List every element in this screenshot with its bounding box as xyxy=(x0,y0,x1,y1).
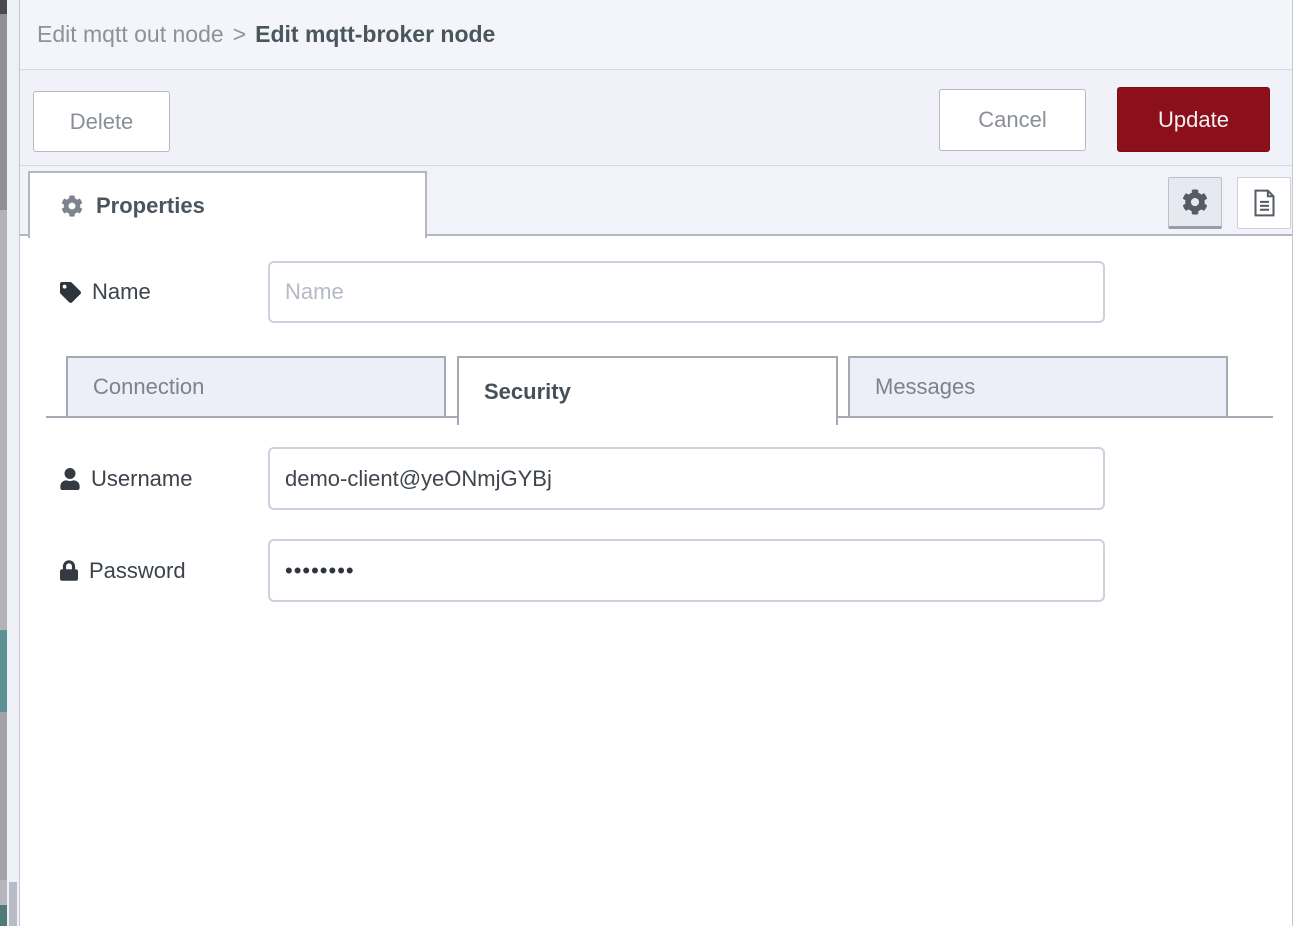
node-settings-button[interactable] xyxy=(1168,177,1222,229)
breadcrumb-parent[interactable]: Edit mqtt out node xyxy=(37,21,224,47)
name-label-text: Name xyxy=(92,279,151,304)
scrollbar-thumb[interactable] xyxy=(9,882,17,926)
tray-gutter xyxy=(7,0,20,926)
username-label-text: Username xyxy=(91,465,193,491)
update-button[interactable]: Update xyxy=(1117,87,1270,152)
lock-icon xyxy=(60,560,78,581)
password-input[interactable] xyxy=(268,539,1105,602)
broker-subtabs: Connection Security Messages xyxy=(46,356,1273,425)
username-label: Username xyxy=(60,447,192,510)
gear-icon xyxy=(61,194,83,217)
palette-edge-fragment xyxy=(0,712,7,880)
tab-properties[interactable]: Properties xyxy=(28,171,427,238)
document-icon xyxy=(1253,189,1275,217)
breadcrumb: Edit mqtt out node > Edit mqtt-broker no… xyxy=(20,0,1292,70)
name-label: Name xyxy=(60,261,151,323)
breadcrumb-current: Edit mqtt-broker node xyxy=(255,21,496,47)
node-fragment-teal xyxy=(0,905,7,926)
editor-tab-bar: Properties xyxy=(20,166,1292,238)
cancel-button[interactable]: Cancel xyxy=(939,89,1086,151)
palette-edge-fragment xyxy=(0,880,7,905)
gear-icon xyxy=(1182,189,1208,215)
password-label: Password xyxy=(60,539,186,602)
node-docs-button[interactable] xyxy=(1237,177,1291,229)
breadcrumb-separator: > xyxy=(232,21,247,47)
user-icon xyxy=(60,467,80,490)
delete-button[interactable]: Delete xyxy=(33,91,170,152)
workspace-edge xyxy=(0,0,7,926)
palette-edge-fragment xyxy=(0,0,7,14)
palette-edge-fragment xyxy=(0,14,7,210)
tab-security-label: Security xyxy=(484,378,571,404)
tag-icon xyxy=(60,281,81,303)
tab-messages[interactable]: Messages xyxy=(848,356,1228,418)
tab-connection-label: Connection xyxy=(93,374,205,399)
tab-connection[interactable]: Connection xyxy=(66,356,446,418)
name-input[interactable] xyxy=(268,261,1105,323)
tab-messages-label: Messages xyxy=(875,374,976,399)
tray-body: Name Connection Security Messages Userna… xyxy=(20,236,1292,926)
node-fragment-teal xyxy=(0,630,7,712)
username-input[interactable] xyxy=(268,447,1105,510)
tray-toolbar: Delete Cancel Update xyxy=(20,70,1292,166)
password-label-text: Password xyxy=(89,557,186,583)
properties-tab-label: Properties xyxy=(96,192,205,218)
edit-tray: Edit mqtt out node > Edit mqtt-broker no… xyxy=(20,0,1293,926)
palette-edge-fragment xyxy=(0,210,7,630)
tab-security[interactable]: Security xyxy=(457,356,838,425)
